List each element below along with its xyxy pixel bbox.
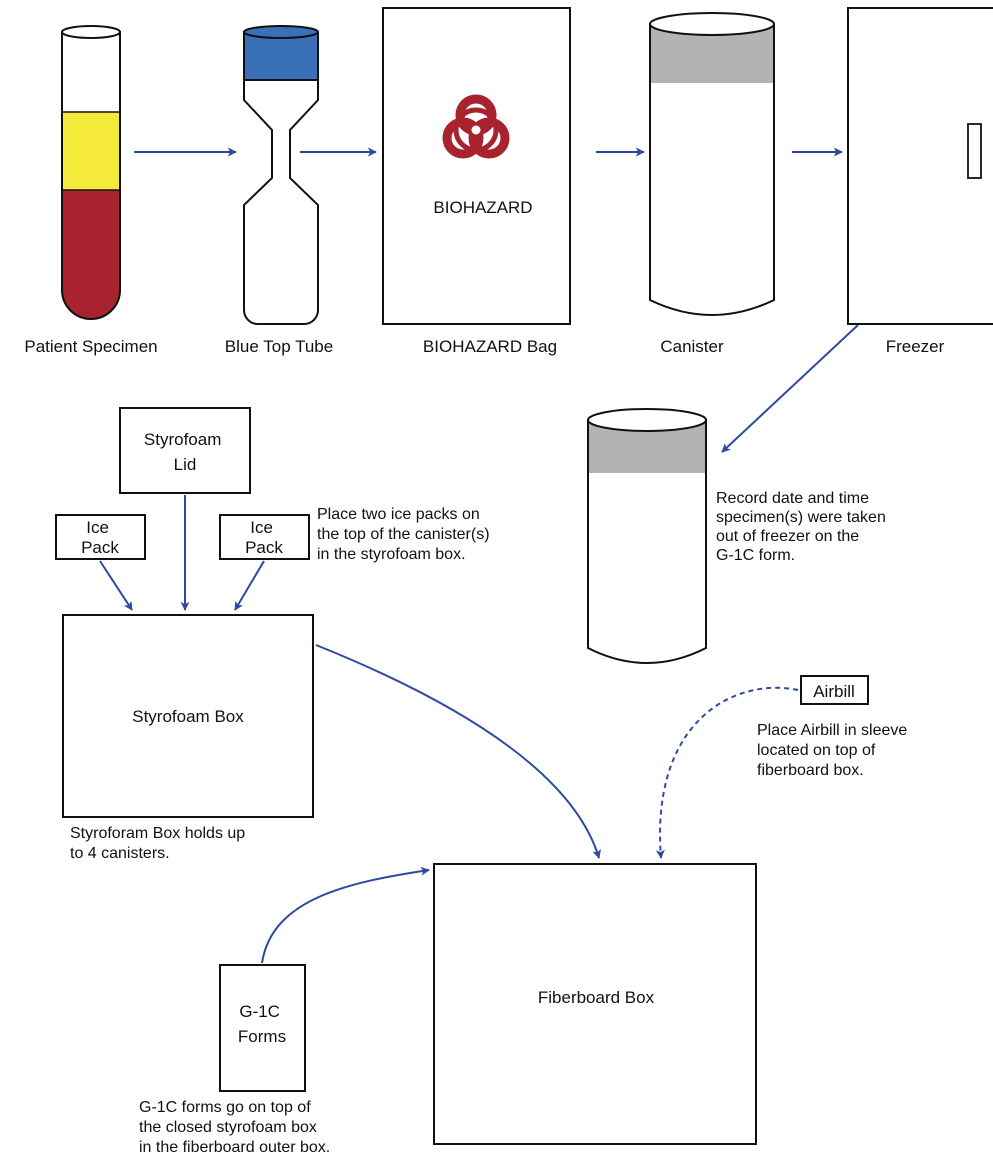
g1c-forms	[219, 964, 306, 1092]
styrofoam-box-note: Styroforam Box holds up to 4 canisters.	[70, 825, 250, 862]
patient-specimen-label: Patient Specimen	[24, 337, 157, 356]
canister-label: Canister	[660, 337, 724, 356]
ice-pack-right-label: Ice Pack	[245, 518, 283, 557]
arrow-freezer-to-canister	[721, 324, 859, 453]
airbill-note: Place Airbill in sleeve located on top o…	[757, 722, 912, 779]
airbill	[800, 675, 869, 705]
arrow-styrofoam-to-fiberboard	[315, 644, 601, 859]
arrow-airbill-to-fiberboard	[655, 686, 799, 859]
freezer-note: Record date and time specimen(s) were ta…	[716, 490, 890, 564]
ice-pack-right	[219, 514, 310, 560]
styrofoam-lid	[119, 407, 251, 494]
ice-pack-left	[55, 514, 146, 560]
styrofoam-lid-label: Styrofoam Lid	[144, 430, 226, 474]
styrofoam-box-label: Styrofoam Box	[132, 707, 244, 726]
arrow-ice-left-to-box	[99, 560, 133, 611]
fiberboard-box-label: Fiberboard Box	[538, 988, 655, 1007]
biohazard-bag-text: BIOHAZARD	[433, 198, 532, 217]
ice-pack-note: Place two ice packs on the top of the ca…	[317, 506, 494, 563]
freezer-icon	[847, 7, 993, 325]
airbill-label: Airbill	[813, 682, 855, 701]
patient-specimen-tube-icon	[61, 25, 121, 320]
biohazard-bag	[382, 7, 571, 325]
g1c-forms-label: G-1C Forms	[238, 1002, 286, 1046]
blue-top-tube-label: Blue Top Tube	[225, 337, 333, 356]
fiberboard-box	[433, 863, 757, 1145]
canister-icon	[649, 12, 775, 316]
g1c-forms-note: G-1C forms go on top of the closed styro…	[139, 1099, 330, 1156]
arrow-ice-right-to-box	[234, 560, 265, 611]
removed-canister-icon	[587, 408, 707, 664]
freezer-label: Freezer	[886, 337, 945, 356]
biohazard-bag-label: BIOHAZARD Bag	[423, 337, 557, 356]
ice-pack-left-label: Ice Pack	[81, 518, 119, 557]
freezer-handle	[967, 123, 982, 179]
styrofoam-box	[62, 614, 314, 818]
blue-top-tube-icon	[243, 25, 319, 325]
arrow-forms-to-fiberboard	[261, 866, 430, 964]
biohazard-icon	[442, 94, 510, 159]
